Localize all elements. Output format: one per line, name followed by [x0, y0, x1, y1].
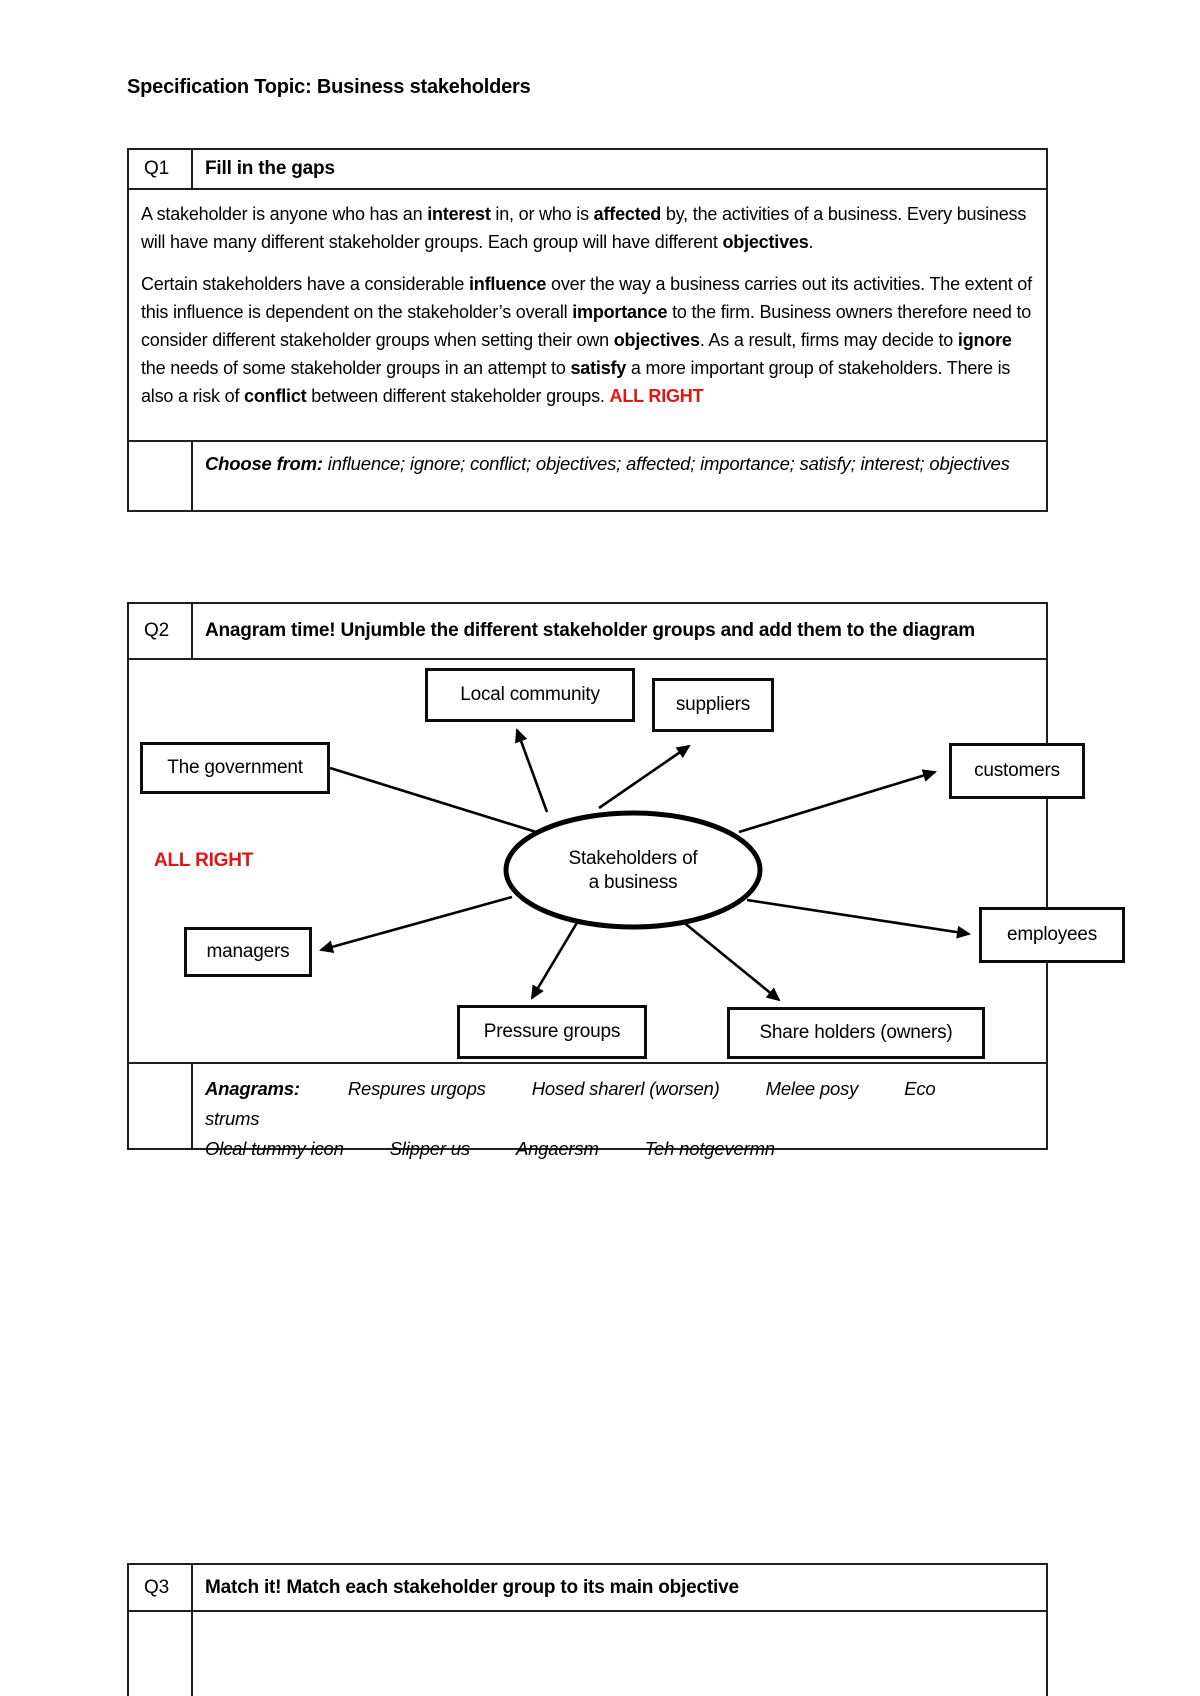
gap-word: satisfy: [570, 358, 627, 378]
diagram-box-share-holders: Share holders (owners): [727, 1007, 985, 1059]
gap-word: influence: [469, 274, 547, 294]
q2-header-row: Q2 Anagram time! Unjumble the different …: [129, 604, 1046, 658]
q1-body-cell: A stakeholder is anyone who has an inter…: [129, 190, 1046, 440]
q1-choose-from-cell: Choose from: influence; ignore; conflict…: [193, 442, 1046, 510]
gap-word: importance: [572, 302, 668, 322]
arrow-to-suppliers: [598, 744, 691, 810]
q3-header-row: Q3 Match it! Match each stakeholder grou…: [129, 1565, 1046, 1612]
q2-heading: Anagram time! Unjumble the different sta…: [205, 620, 975, 641]
q2-anagrams-row: Anagrams: Respures urgops Hosed sharerl (w…: [129, 1062, 1046, 1159]
text-run: to the firm. Business owners therefore n…: [141, 302, 1032, 350]
line-to-government: [329, 766, 550, 838]
q1-choose-from-row: Choose from: influence; ignore; conflict…: [129, 440, 1046, 510]
central-label-line1: Stakeholders of: [568, 848, 698, 869]
anagram-item: Teh notgevermn: [644, 1138, 775, 1159]
anagram-item: Melee posy: [765, 1078, 859, 1099]
diagram-lines: [319, 728, 971, 1002]
anagrams-line-1: Anagrams: Respures urgops Hosed sharerl (w…: [205, 1074, 1032, 1134]
text-run: in, or who is: [490, 204, 594, 224]
stakeholder-diagram: Stakeholders of a business ALL RIGHT Loc…: [129, 658, 1125, 1062]
text-run: between different stakeholder groups.: [306, 386, 610, 406]
arrow-to-managers: [319, 895, 513, 954]
q2-anagrams-spacer: [129, 1064, 193, 1148]
anagrams-label: Anagrams:: [205, 1078, 300, 1099]
text-run: a more important group of stakeholders. …: [141, 358, 1011, 406]
gap-word: affected: [593, 204, 662, 224]
q3-body-partial: [129, 1612, 1046, 1696]
text-run: Certain stakeholders have a considerable: [141, 274, 469, 294]
arrow-to-local-community: [515, 728, 549, 813]
q3-heading: Match it! Match each stakeholder group t…: [205, 1576, 739, 1598]
anagram-item: Respures urgops: [347, 1078, 486, 1099]
text-run: .: [808, 232, 814, 252]
choose-from-words: influence; ignore; conflict; objectives;…: [322, 453, 1010, 474]
diagram-box-employees: employees: [979, 907, 1125, 963]
diagram-box-managers: managers: [184, 927, 312, 977]
marking-comment: ALL RIGHT: [609, 386, 704, 406]
diagram-box-pressure-groups: Pressure groups: [457, 1005, 647, 1059]
text-run: the needs of some stakeholder groups in …: [141, 358, 571, 378]
arrow-to-pressure-groups: [530, 915, 583, 1000]
diagram-box-local-community: Local community: [425, 668, 635, 722]
central-ellipse: [503, 810, 763, 930]
diagram-box-customers: customers: [949, 743, 1085, 799]
q1-paragraph-1: A stakeholder is anyone who has an inter…: [141, 200, 1032, 256]
anagrams-items-2: Olcal tummy icon Slipper us Angaersm Teh no…: [205, 1138, 821, 1159]
q1-header-row: Q1 Fill in the gaps: [129, 150, 1046, 190]
anagram-item: Eco strums: [205, 1078, 936, 1129]
diagram-box-suppliers: suppliers: [652, 678, 774, 732]
anagram-item: Angaersm: [515, 1138, 599, 1159]
anagram-item: Hosed sharerl (worsen): [531, 1078, 720, 1099]
q2-table: Q2 Anagram time! Unjumble the different …: [127, 602, 1125, 1159]
q1-paragraph-2: Certain stakeholders have a considerable…: [141, 270, 1032, 410]
q3-body-cell: [193, 1612, 1046, 1696]
text-run: over the way a business carries out its …: [141, 274, 1032, 322]
diagram-box-government: The government: [140, 742, 330, 794]
central-label-line2: a business: [588, 872, 678, 893]
central-ellipse-label: Stakeholders of a business: [523, 847, 743, 895]
q1-number: Q1: [129, 150, 193, 188]
arrow-to-share-holders: [681, 919, 781, 1002]
q2-number: Q2: [129, 604, 193, 658]
gap-word: interest: [427, 204, 491, 224]
q3-table: Q3 Match it! Match each stakeholder grou…: [127, 1563, 1048, 1696]
q3-body-spacer: [129, 1612, 193, 1696]
q1-choose-from-spacer: [129, 442, 193, 510]
q3-number: Q3: [129, 1565, 193, 1610]
anagrams-items-1: Respures urgops Hosed sharerl (worsen) Mel…: [205, 1078, 936, 1129]
q2-marking-comment: ALL RIGHT: [154, 850, 254, 871]
anagram-item: Olcal tummy icon: [205, 1138, 344, 1159]
gap-word: objectives: [722, 232, 809, 252]
choose-from-label: Choose from:: [205, 453, 323, 474]
q1-heading: Fill in the gaps: [205, 158, 335, 179]
text-run: A stakeholder is anyone who has an: [141, 204, 428, 224]
q1-table: Q1 Fill in the gaps A stakeholder is any…: [127, 148, 1048, 512]
arrow-to-customers: [738, 769, 937, 834]
anagram-item: Slipper us: [389, 1138, 470, 1159]
arrow-to-employees: [746, 898, 971, 939]
text-run: . As a result, firms may decide to: [699, 330, 958, 350]
anagrams-line-2: Olcal tummy icon Slipper us Angaersm Teh no…: [205, 1134, 1032, 1164]
gap-word: conflict: [244, 386, 307, 406]
gap-word: objectives: [613, 330, 700, 350]
page-title: Specification Topic: Business stakeholde…: [127, 76, 531, 98]
gap-word: ignore: [957, 330, 1012, 350]
text-run: by, the activities of a business. Every …: [141, 204, 1027, 252]
q2-anagrams-cell: Anagrams: Respures urgops Hosed sharerl (w…: [193, 1064, 1046, 1159]
